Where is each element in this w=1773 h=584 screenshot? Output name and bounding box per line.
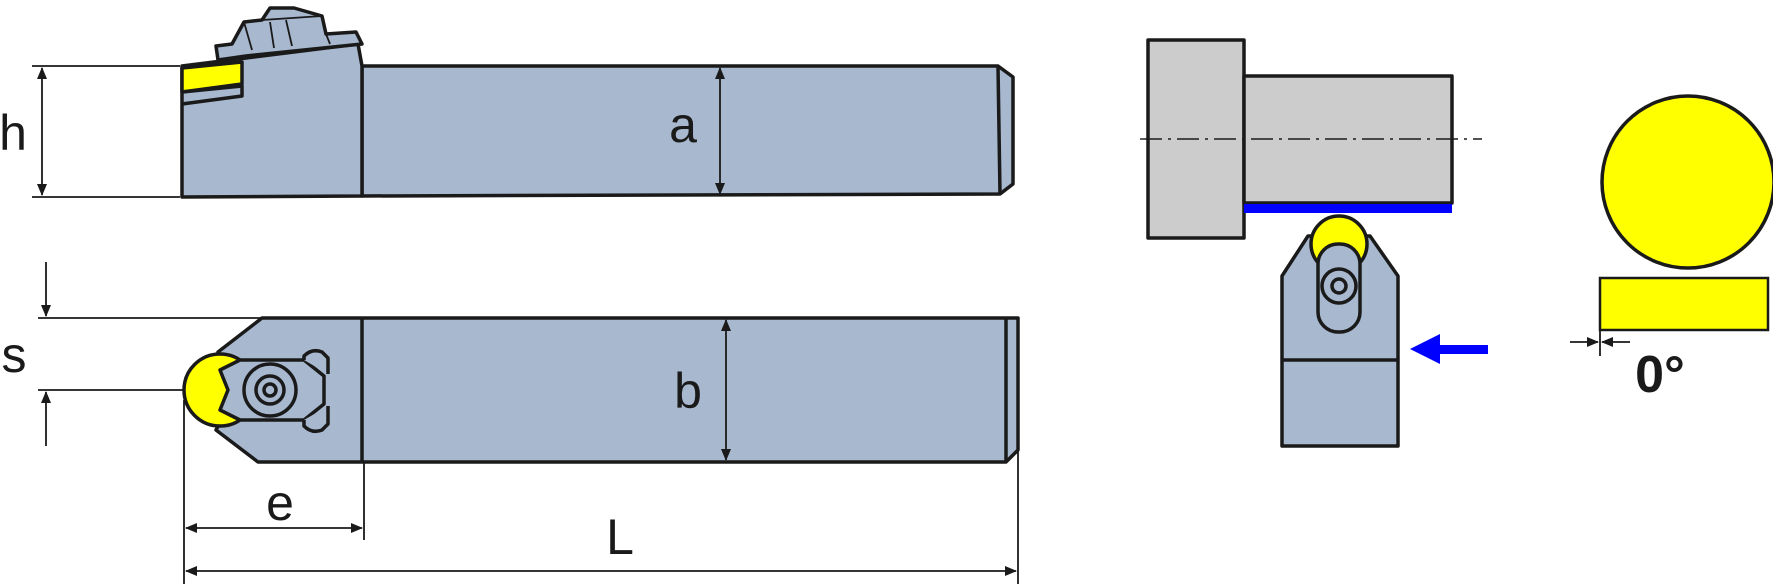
- dimension-s: s: [2, 262, 262, 446]
- top-view: [182, 316, 1020, 464]
- clamp-lobe-top: [302, 348, 330, 374]
- dimension-e: e: [183, 400, 365, 584]
- clearance-angle-marker: [1570, 318, 1630, 356]
- application-screw-inner: [1330, 277, 1348, 295]
- feed-arrow-icon: [1410, 334, 1488, 364]
- clamp-line-2: [269, 21, 275, 49]
- label-b: b: [674, 363, 702, 419]
- side-view-end-line: [996, 65, 1002, 195]
- label-h: h: [0, 105, 27, 161]
- round-insert-top-view: [1600, 94, 1773, 270]
- side-view-insert: [180, 60, 244, 94]
- screw-center: [262, 382, 278, 398]
- clamp-line-5: [325, 33, 331, 45]
- label-e: e: [266, 475, 294, 531]
- machined-surface: [1244, 204, 1452, 213]
- label-L: L: [606, 509, 634, 565]
- dimension-b: b: [674, 319, 731, 461]
- application-view: [1140, 38, 1488, 448]
- dimension-h: h: [0, 65, 180, 198]
- clamp-line-3: [285, 19, 293, 47]
- clamp-lobe-bottom: [302, 406, 330, 434]
- label-a: a: [669, 97, 697, 153]
- round-insert-side-view: [1598, 276, 1770, 332]
- side-view: [180, 6, 1015, 199]
- application-tool-holder: [1280, 234, 1400, 448]
- top-view-body: [214, 316, 1020, 464]
- insert-seat: [181, 84, 244, 106]
- label-clearance-angle: 0°: [1635, 346, 1685, 404]
- clamp-line-1: [243, 21, 253, 51]
- insert-view: 0°: [1570, 94, 1773, 404]
- label-s: s: [2, 327, 27, 383]
- dimension-L: L: [185, 450, 1019, 584]
- clamp-line-4: [261, 15, 323, 21]
- dimension-a: a: [669, 67, 725, 195]
